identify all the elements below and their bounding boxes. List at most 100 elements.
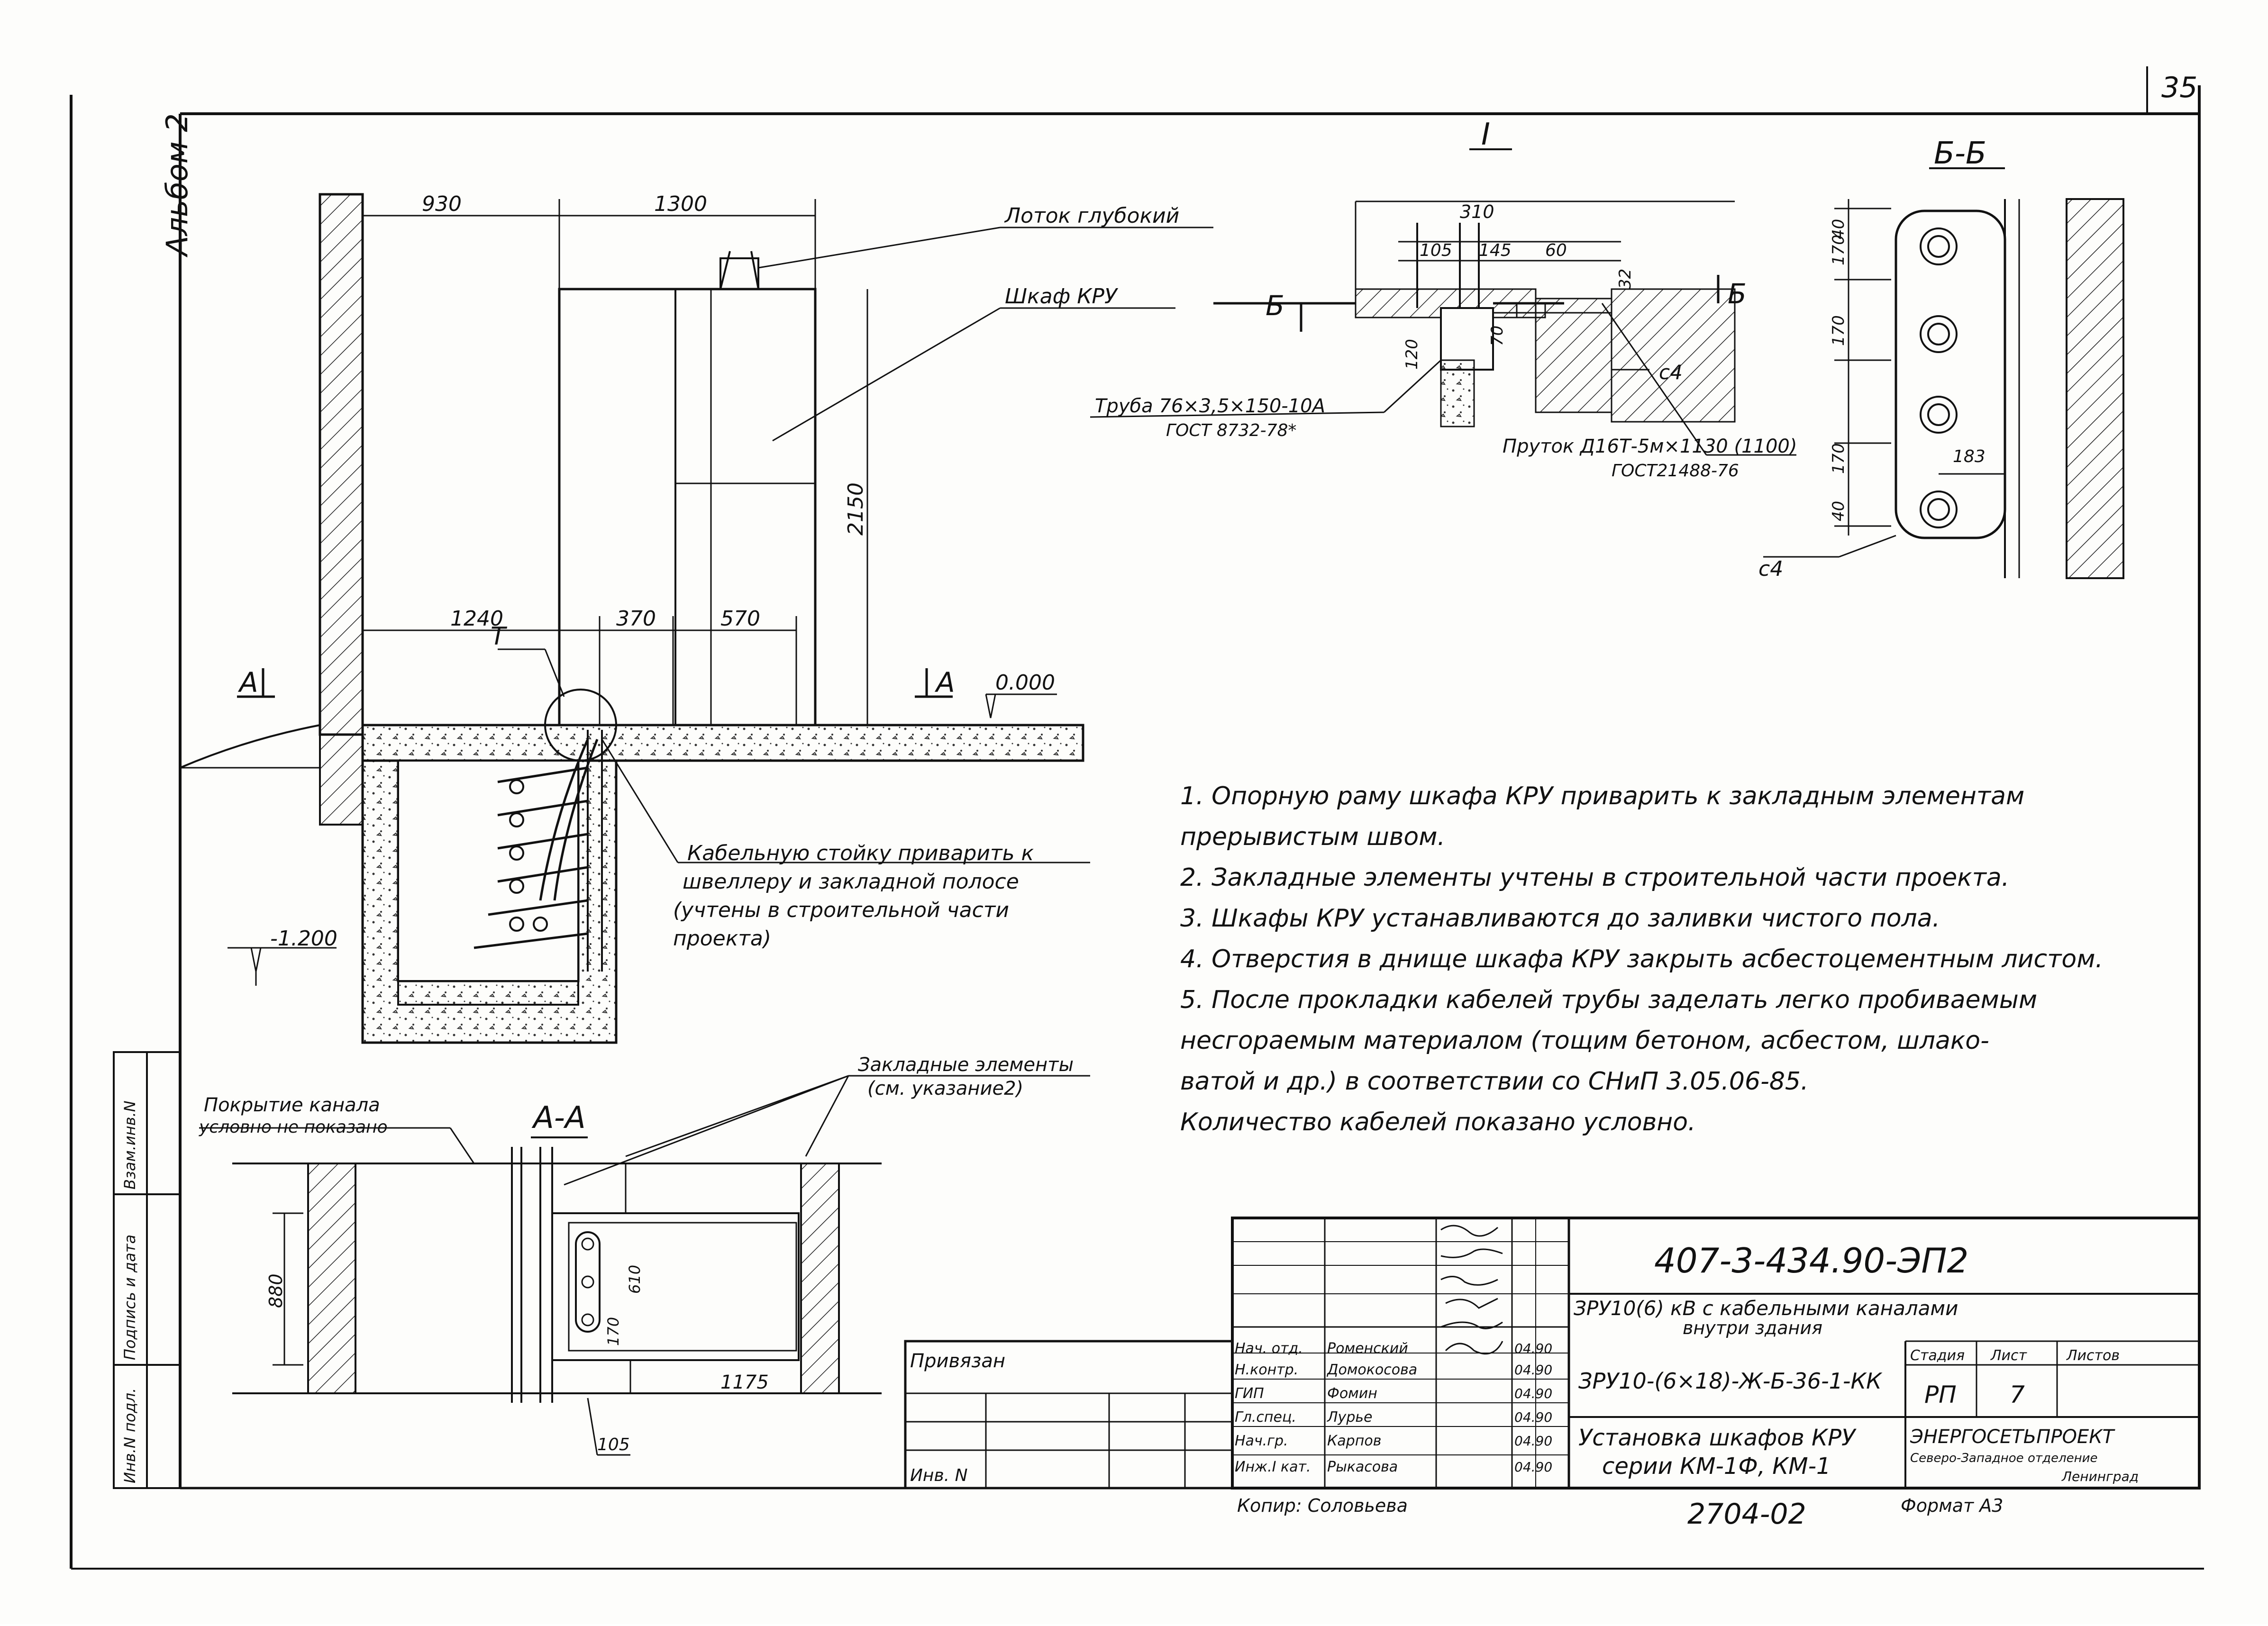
dim-370: 370 <box>616 607 656 631</box>
callout-stoyka-1: Кабельную стойку приварить к <box>687 841 1034 865</box>
dim-1175: 1175 <box>720 1372 769 1393</box>
privyazan-label: Привязан <box>910 1350 1005 1372</box>
dim-610: 610 <box>626 1265 644 1294</box>
stage-label: Стадия <box>1910 1347 1965 1364</box>
date-1: 04.90 <box>1514 1362 1552 1378</box>
side-stamp-1: Инв.N подл. <box>121 1388 139 1483</box>
dim-2150: 2150 <box>844 482 868 536</box>
section-AA-title: А-А <box>531 1100 586 1135</box>
org-1: ЭНЕРГОСЕТЬПРОЕКТ <box>1910 1426 2116 1448</box>
sheet-value: 7 <box>2010 1381 2025 1408</box>
weld-c4-section: с4 <box>1758 557 1783 581</box>
detail-I-title: I <box>1481 117 1490 152</box>
signatory-rows: Нач. отд. Роменский 04.90 Н.контр. Домок… <box>1235 1340 1552 1475</box>
dim-40-top: 40 <box>1829 219 1848 239</box>
elevation-minus: -1.200 <box>270 927 337 951</box>
note-line: ватой и др.) в соответствии со СНиП 3.05… <box>1180 1067 1809 1096</box>
drawing-title-2: серии КМ-1Ф, КМ-1 <box>1602 1453 1831 1480</box>
callout-lotok: Лоток глубокий <box>1004 204 1179 228</box>
title-block-grid <box>904 1217 2201 1490</box>
dim-105: 105 <box>1420 241 1452 260</box>
doc-code: 407-3-434.90-ЭП2 <box>1654 1241 1968 1281</box>
dim-32: 32 <box>1616 269 1635 289</box>
callout-shkaf: Шкаф КРУ <box>1005 284 1119 309</box>
drawing-title-1: Установка шкафов КРУ <box>1578 1425 1857 1451</box>
dim-70: 70 <box>1488 326 1507 346</box>
role-3: Гл.спец. <box>1235 1409 1296 1426</box>
date-3: 04.90 <box>1514 1409 1552 1425</box>
note-line: прерывистым швом. <box>1180 823 1445 851</box>
note-line: 4. Отверстия в днище шкафа КРУ закрыть а… <box>1180 945 2103 973</box>
side-stamp-2: Подпись и дата <box>121 1235 139 1360</box>
dim-183: 183 <box>1953 447 1986 466</box>
main-elevation <box>180 193 1213 1044</box>
general-notes: 1. Опорную раму шкафа КРУ приварить к за… <box>1180 782 2147 1152</box>
dim-310: 310 <box>1460 201 1494 222</box>
dim-170-1: 170 <box>1829 235 1848 265</box>
date-5: 04.90 <box>1514 1459 1552 1475</box>
callout-truba-2: ГОСТ 8732-78* <box>1166 421 1296 440</box>
inv-n-label: Инв. N <box>910 1466 968 1485</box>
dim-1300: 1300 <box>654 192 707 216</box>
page-number: 35 <box>2161 71 2197 104</box>
elevation-zero: 0.000 <box>995 671 1055 695</box>
drawing-labels: Альбом 2 35 930 1300 2150 1240 370 570 0… <box>121 71 2197 1531</box>
note-line: Количество кабелей показано условно. <box>1180 1108 1696 1136</box>
project-title-2: внутри здания <box>1683 1317 1822 1338</box>
cut-a-left: А <box>237 666 258 699</box>
detail-I <box>1090 148 1796 456</box>
callout-stoyka-4: проекта) <box>673 927 771 951</box>
format-label: Формат А3 <box>1901 1495 2003 1516</box>
dim-105-aa: 105 <box>597 1435 630 1454</box>
callout-zaklad-1: Закладные элементы <box>858 1054 1074 1076</box>
side-stamp-3: Взам.инв.N <box>121 1100 139 1190</box>
dim-880: 880 <box>265 1273 286 1308</box>
callout-pokrytie-2: условно не показано <box>199 1117 388 1137</box>
dim-145: 145 <box>1479 241 1512 260</box>
cut-b-left: Б <box>1266 290 1284 322</box>
role-5: Инж.I кат. <box>1235 1459 1311 1475</box>
date-2: 04.90 <box>1514 1386 1552 1401</box>
callout-stoyka-3: (учтены в строительной части <box>673 898 1009 922</box>
name-2: Фомин <box>1327 1385 1377 1402</box>
sheet-label: Лист <box>1990 1347 2028 1364</box>
name-5: Рыкасова <box>1327 1459 1398 1475</box>
callout-zaklad-2: (см. указание2) <box>867 1078 1023 1099</box>
role-4: Нач.гр. <box>1235 1433 1288 1449</box>
dim-40-bottom: 40 <box>1829 501 1848 521</box>
note-line: несгораемым материалом (тощим бетоном, а… <box>1180 1026 1989 1055</box>
callout-pokrytie-1: Покрытие канала <box>204 1094 380 1116</box>
name-1: Домокосова <box>1326 1362 1417 1378</box>
album-label: Альбом 2 <box>160 113 194 258</box>
weld-c4-detail: с4 <box>1659 361 1683 384</box>
dim-170-3: 170 <box>1829 443 1848 474</box>
drawing-code: ЗРУ10-(6×18)-Ж-Б-36-1-КК <box>1578 1368 1883 1394</box>
stage-value: РП <box>1924 1381 1957 1408</box>
role-2: ГИП <box>1235 1385 1264 1402</box>
role-0: Нач. отд. <box>1235 1340 1303 1357</box>
note-line: 3. Шкафы КРУ устанавливаются до заливки … <box>1180 904 1940 933</box>
section-AA <box>199 1075 1090 1456</box>
org-3: Ленинград <box>2061 1469 2139 1484</box>
callout-truba-1: Труба 76×3,5×150-10А <box>1095 395 1325 417</box>
date-4: 04.90 <box>1514 1433 1552 1449</box>
note-line: 2. Закладные элементы учтены в строитель… <box>1180 863 2010 892</box>
note-line: 1. Опорную раму шкафа КРУ приварить к за… <box>1180 782 2025 810</box>
callout-stoyka-2: швеллеру и закладной полосе <box>683 870 1019 894</box>
name-3: Лурье <box>1327 1409 1373 1426</box>
dim-570: 570 <box>720 607 760 631</box>
callout-prutok-2: ГОСТ21488-76 <box>1612 461 1739 481</box>
role-1: Н.контр. <box>1235 1362 1298 1378</box>
dim-930: 930 <box>422 192 462 216</box>
callout-T: Т <box>491 622 508 651</box>
kopir-label: Копир: Соловьева <box>1237 1495 1408 1516</box>
dim-170-2: 170 <box>1829 315 1848 346</box>
section-BB <box>1763 167 2124 579</box>
dim-120: 120 <box>1403 339 1421 370</box>
sheets-label: Листов <box>2066 1347 2120 1364</box>
dim-60: 60 <box>1545 241 1567 260</box>
side-stamp <box>113 1051 181 1489</box>
dim-170-aa: 170 <box>604 1317 622 1346</box>
